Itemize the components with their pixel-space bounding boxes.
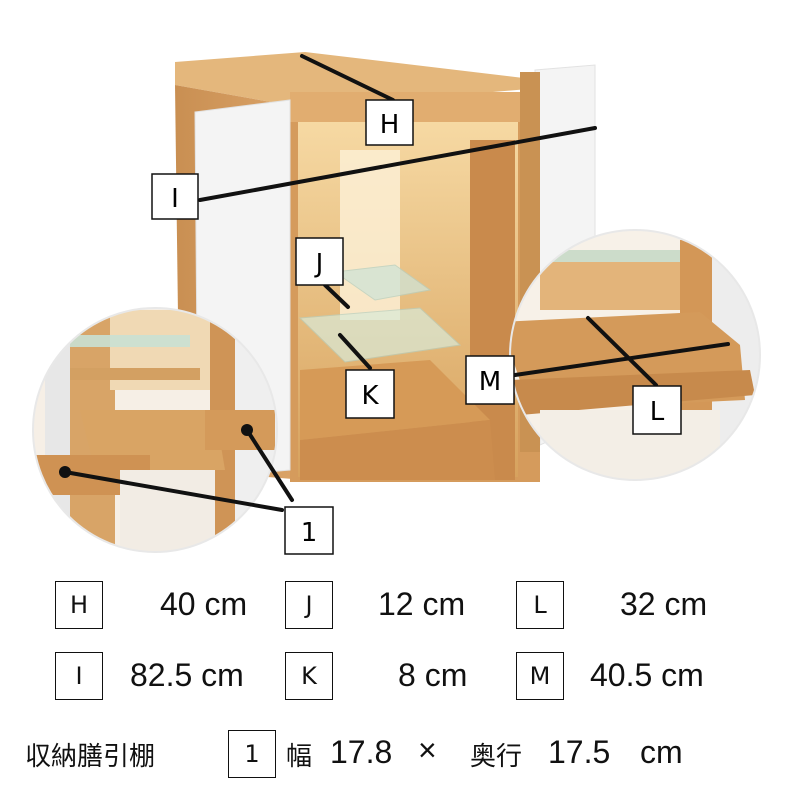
dim-value-i: 82.5 cm — [130, 657, 244, 693]
measure-line-l — [586, 316, 658, 387]
dim-label-m: M — [516, 652, 564, 700]
measure-dot-1a — [59, 466, 71, 478]
measure-lines — [63, 54, 730, 512]
measure-line-j — [323, 283, 350, 309]
drawer-title: 収納膳引棚 — [25, 742, 156, 772]
callout-m-text: M — [479, 367, 501, 397]
callout-j-text: J — [314, 249, 324, 279]
callout-h: H — [365, 99, 414, 146]
drawer-width-word: 幅 — [286, 742, 313, 772]
drawer-unit: cm — [640, 734, 683, 770]
drawer-times: × — [418, 732, 437, 768]
dim-value-h: 40 cm — [160, 586, 248, 622]
callout-i: I — [151, 173, 199, 220]
callout-1-text: 1 — [301, 518, 318, 548]
drawer-width-value: 17.8 — [330, 734, 393, 770]
callout-m: M — [465, 355, 515, 405]
callout-k: K — [345, 369, 395, 419]
measure-line-k — [338, 333, 372, 370]
dim-label-h: H — [55, 581, 103, 629]
measure-line-1a — [63, 470, 284, 512]
callout-l: L — [632, 385, 682, 435]
callout-l-text: L — [650, 397, 665, 427]
measure-line-1b — [245, 428, 294, 502]
dim-label-l: L — [516, 581, 564, 629]
drawer-depth-value: 17.5 — [548, 734, 611, 770]
measure-line-h — [300, 54, 395, 102]
dim-value-j: 12 cm — [378, 586, 466, 622]
dim-value-k: 8 cm — [398, 657, 468, 693]
callout-k-text: K — [361, 381, 379, 411]
measure-line-i — [198, 126, 597, 202]
callout-1: 1 — [284, 506, 334, 555]
dim-label-i: I — [55, 652, 103, 700]
callout-j: J — [295, 237, 344, 286]
dim-label-j: J — [285, 581, 333, 629]
drawer-depth-word: 奥行 — [470, 742, 523, 772]
inset-pullout-shelf — [33, 308, 277, 552]
measure-line-m — [513, 342, 730, 377]
dim-label-k: K — [285, 652, 333, 700]
drawer-label-1: 1 — [228, 730, 276, 778]
measure-dot-1b — [241, 424, 253, 436]
callout-i-text: I — [171, 184, 179, 214]
dim-value-m: 40.5 cm — [590, 657, 704, 693]
callout-h-text: H — [380, 110, 400, 140]
dim-value-l: 32 cm — [620, 586, 708, 622]
